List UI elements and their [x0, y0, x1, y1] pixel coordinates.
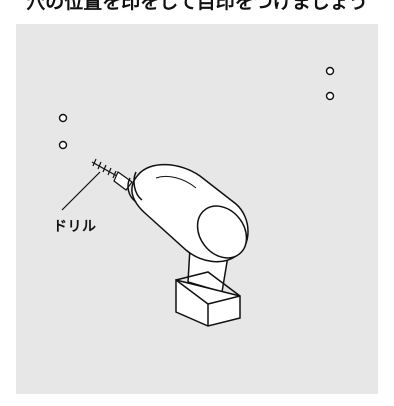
hole-mark-right-upper — [327, 68, 334, 75]
hole-mark-left-upper — [60, 115, 67, 122]
hole-mark-right-lower — [327, 93, 334, 100]
label-leader-line — [62, 172, 100, 210]
hole-mark-left-lower — [60, 142, 67, 149]
hole-marks — [60, 68, 334, 149]
drill-label: ドリル — [53, 216, 97, 236]
drill-body — [128, 165, 257, 326]
